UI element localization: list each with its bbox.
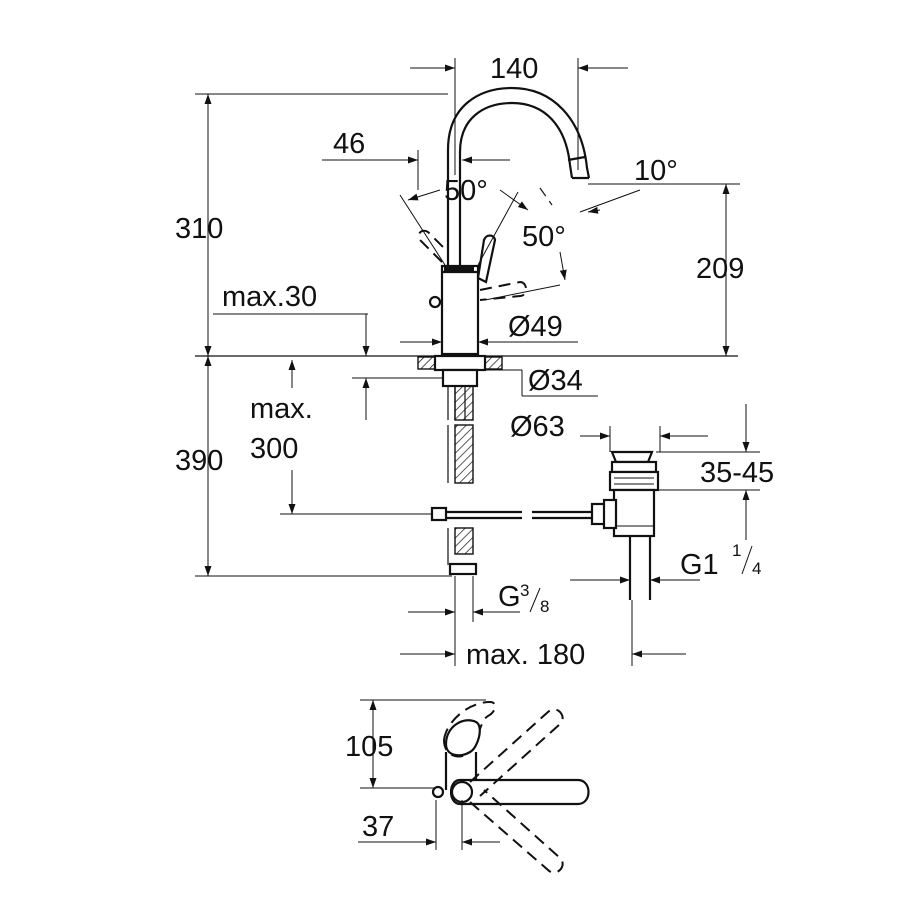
angle-spout-label: 50° <box>522 221 566 253</box>
plan-lever-ghost-up <box>469 708 564 797</box>
dim-max30-label: max.30 <box>222 281 317 313</box>
spout-outer <box>446 86 591 179</box>
handle-ghost-right <box>479 280 527 301</box>
hose-end-fitting <box>448 562 478 576</box>
dim-g1-slash <box>741 545 753 575</box>
dim-46-label: 46 <box>333 128 365 160</box>
dim-34-label: Ø34 <box>528 365 583 397</box>
handle-ghost-left <box>417 229 447 263</box>
dim-180-label: max. 180 <box>466 639 585 671</box>
dim-max300-label-1: max. <box>250 393 313 425</box>
pull-rod-clip <box>430 506 448 522</box>
dim-g38-slash <box>529 587 541 613</box>
angle-guide-left <box>399 194 446 266</box>
plan-lever-pivot <box>450 780 474 804</box>
angle-tilt-label: 10° <box>634 155 678 187</box>
popup-waste <box>590 450 660 600</box>
dim-g1-den: 4 <box>752 559 761 578</box>
angle-guide-right <box>477 191 519 266</box>
dim-g1-label: G1 <box>680 549 719 581</box>
mount-washer <box>441 368 479 388</box>
plan-handle-body <box>444 719 481 757</box>
dim-g38-label: G <box>498 581 521 613</box>
dim-390-label: 390 <box>175 445 223 477</box>
angle-handle-arrow-left <box>407 189 441 201</box>
dim-140-label: 140 <box>490 53 538 85</box>
dim-g38-num: 3 <box>520 581 529 600</box>
hose-middle <box>454 424 474 484</box>
spout-tip-band <box>567 155 586 162</box>
dim-209-label: 209 <box>696 253 744 285</box>
dim-310-label: 310 <box>175 213 223 245</box>
faucet-body <box>440 264 480 356</box>
dim-g38-den: 8 <box>540 597 549 616</box>
angle-tilt-arrow <box>587 206 601 214</box>
dim-3545-label: 35-45 <box>700 457 774 489</box>
plan-dim-37-label: 37 <box>362 811 394 843</box>
plan-lever <box>449 778 590 806</box>
angle-spout-arrow <box>559 251 567 281</box>
plan-knob <box>431 785 445 799</box>
spout-swing-arc <box>539 187 553 206</box>
body-cap-dark <box>444 266 474 273</box>
angle-tilt-line <box>579 189 641 213</box>
plan-dim-105-label: 105 <box>345 731 393 763</box>
dim-max300-label-2: 300 <box>250 433 298 465</box>
angle-handle-label: 50° <box>444 175 488 207</box>
plan-lever-ghost-down <box>469 789 564 874</box>
front-elevation: 140 46 50° 50° 10° 310 209 max.30 <box>175 53 774 671</box>
angle-guide-lower <box>484 284 561 301</box>
handle-lever <box>476 234 497 284</box>
hose-lower <box>454 527 474 555</box>
spout-inner <box>458 101 574 179</box>
plan-view: 105 37 <box>345 699 590 874</box>
hose-upper <box>454 385 474 421</box>
angle-handle-arrow-right <box>499 189 529 211</box>
dim-49-label: Ø49 <box>508 311 563 343</box>
handle-knob <box>428 295 442 309</box>
dim-63-label: Ø63 <box>510 411 565 443</box>
dim-g1-num: 1 <box>732 541 741 560</box>
mount-nut <box>433 354 487 372</box>
